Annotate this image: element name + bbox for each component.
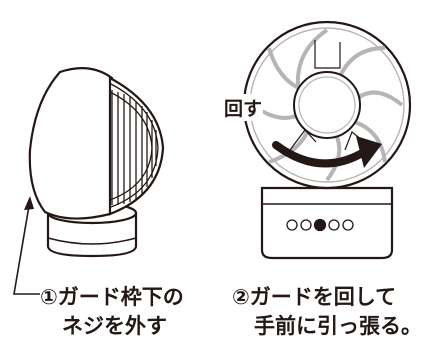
step1-line1: ①ガード枠下の (40, 285, 184, 309)
fan-side-view (28, 67, 165, 258)
rotation-arrowhead (356, 136, 382, 168)
control-panel (286, 218, 354, 232)
step1-line2: ネジを外す (62, 314, 167, 338)
fan-front-hub (293, 71, 361, 139)
power-button-icon (313, 218, 327, 232)
fan-side-base (46, 211, 138, 258)
rotate-label: 回す (223, 94, 264, 121)
timer-button-icon (286, 219, 298, 231)
clock-button-icon (328, 219, 340, 231)
step2-line2: 手前に引っ張る。 (254, 314, 422, 338)
fan-front-view (242, 20, 412, 260)
step1-leader-arrowhead (24, 196, 34, 210)
sleep-button-icon (342, 219, 354, 231)
rotation-arrow (272, 141, 368, 168)
fan-mode-button-icon (300, 219, 312, 231)
fan-front-base (260, 186, 394, 260)
step2-line1: ②ガードを回して (232, 285, 397, 309)
step1-leader-line (13, 199, 40, 295)
fan-side-body (28, 67, 114, 220)
step1-instruction: ①ガード枠下の ネジを外す (40, 283, 184, 341)
step2-instruction: ②ガードを回して 手前に引っ張る。 (232, 283, 422, 341)
